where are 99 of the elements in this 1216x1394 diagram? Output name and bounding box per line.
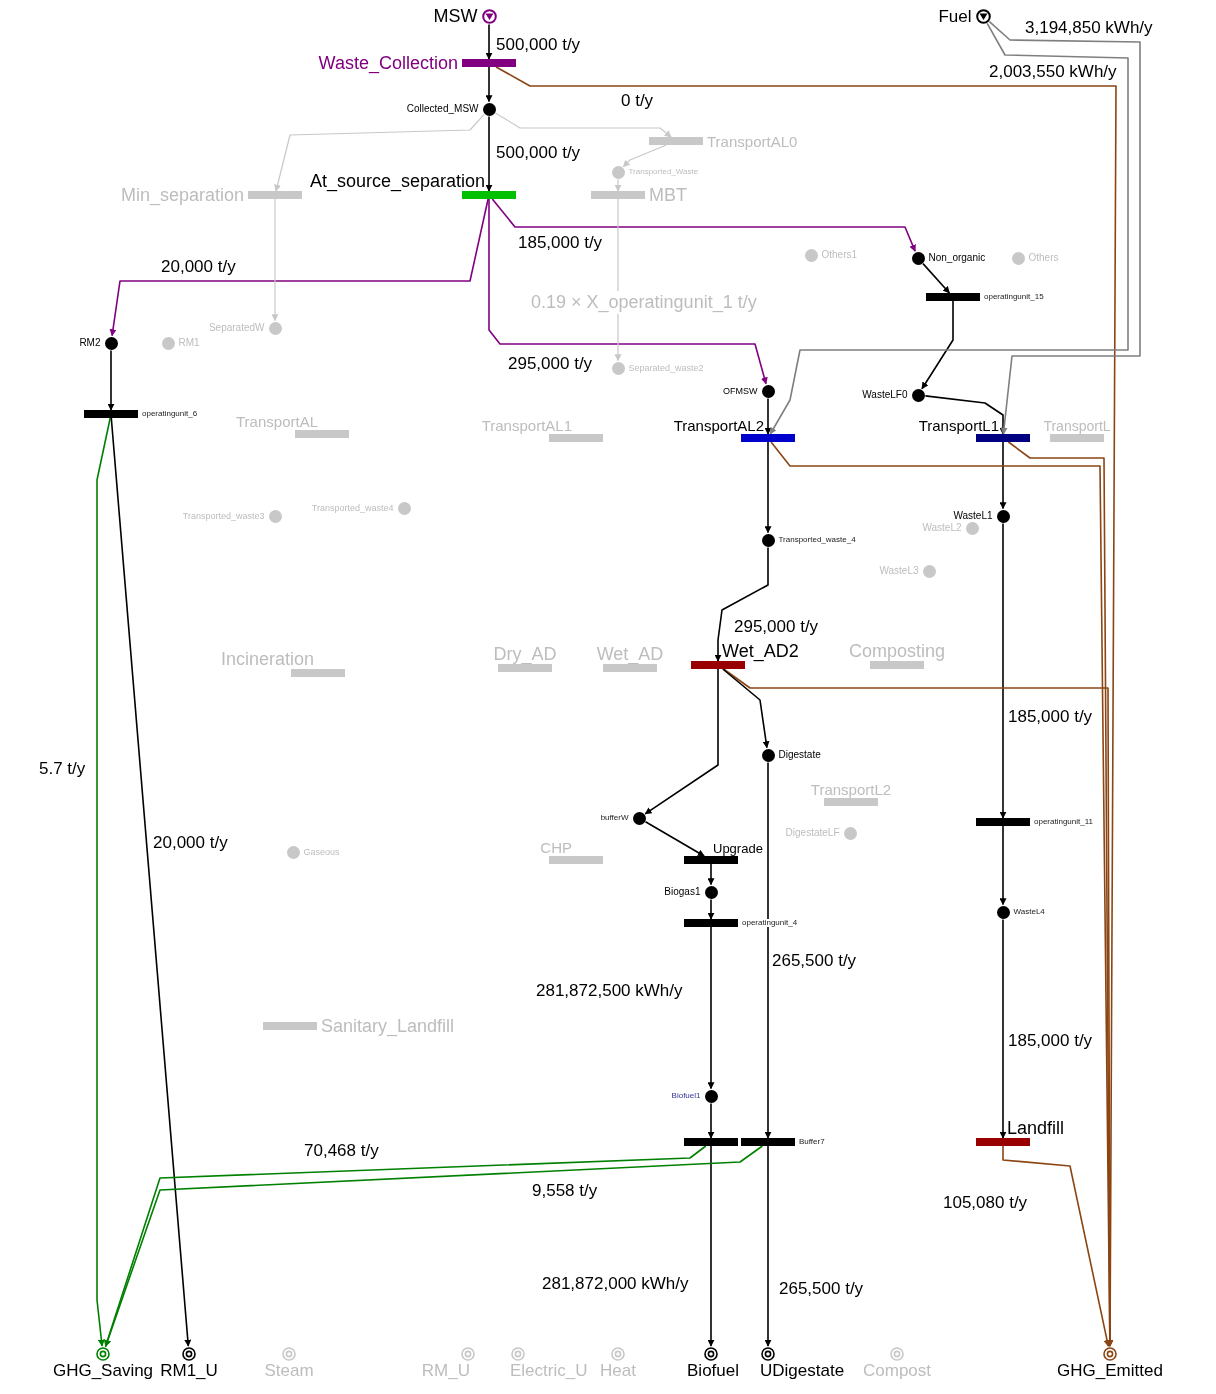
arrow [707,863,715,886]
place-label: Transported_waste3 [182,511,265,521]
arrow [110,417,192,1347]
arrow [764,397,772,435]
place-label: DigestateLF [785,828,840,838]
transition-label: Waste_Collection [318,54,458,72]
arrow [769,22,1129,435]
arrow [999,441,1007,510]
arrow [921,300,954,390]
place-label: Biofuel [687,1362,739,1379]
place-label: GHG_Saving [52,1362,154,1379]
place-label: Compost [863,1362,931,1379]
arrow [485,66,493,103]
place-label: RM1_U [160,1362,218,1379]
arrow [644,668,719,815]
transition-label: TransportL2 [810,782,892,797]
arrow [999,825,1007,906]
place-label: Others1 [821,250,858,260]
arrow [622,144,667,168]
transition-label: Upgrade [713,842,763,855]
transition-label: TransportAL [236,414,318,429]
place-label: Transported_waste_4 [778,536,856,544]
place-label: Steam [264,1362,314,1379]
transition-label: TransportAL2 [673,418,764,433]
place-label: WasteL3 [879,566,919,576]
arrow [922,262,951,294]
arrow [271,198,279,322]
arrow [488,198,768,385]
place-label: SeparatedW [208,323,265,333]
transition-label: TransportAL1 [481,418,572,433]
place-label: Digestate [778,750,821,760]
transition-label: Incineration [220,650,314,668]
arrow [491,198,916,252]
arrow [494,112,672,138]
arrow [722,668,1114,1347]
place-label: OFMSW [723,386,758,396]
arrow [107,349,115,411]
arrow [722,668,770,749]
place-label: RM2 [79,338,101,348]
transition-label: operatingunit_11 [1034,818,1093,826]
transition-label: operatingunit_15 [984,293,1044,301]
arrow [614,178,622,192]
place-label: WasteL2 [922,523,962,533]
transition-label: MBT [649,186,687,204]
place-label: Electric_U [510,1362,588,1379]
place-label: GHG_Emitted [1057,1362,1163,1379]
arrow [707,1145,715,1347]
arrow [764,1145,772,1347]
transition-label: operatingunit_6 [142,410,198,418]
transition-label: Landfill [1007,1119,1065,1137]
arrow [999,522,1007,819]
place-label: Heat [600,1362,636,1379]
place-label: RM1 [178,338,200,348]
transition-label: TransportL1 [918,418,999,433]
place-label: Gaseous [303,847,340,857]
transition-label: Buffer7 [799,1138,825,1146]
place-label: Biogas1 [664,887,701,897]
transition-label: CHP [540,840,572,855]
arrow [109,198,489,337]
arrow [988,20,1141,435]
place-label: UDigestate [760,1362,845,1379]
place-label: WasteLF0 [862,390,908,400]
arrow [764,441,772,534]
transition-label: Wet_AD [596,645,664,663]
arrow [924,395,1007,435]
arrow [274,114,485,192]
arrow [714,546,769,662]
arrow [764,761,772,1139]
arrow [707,926,715,1090]
transition-label: Dry_AD [493,645,557,663]
arrow [707,1102,715,1139]
arrow [485,115,493,192]
arrow [644,821,705,857]
place-label: Separated_waste2 [628,363,704,373]
transition-label: Composting [849,642,945,660]
transition-label: Wet_AD2 [722,642,799,660]
arrow [96,417,111,1347]
transition-label: Min_separation [120,186,244,204]
formula-label: 0.19 × X_operatingunit_1 t/y [531,291,757,314]
arrow [707,898,715,920]
transition-label: Sanitary_Landfill [321,1017,455,1035]
place-label: Transported_Waste [628,168,699,176]
transition-label: At_source_separation [309,172,485,190]
place-label: RM_U [421,1362,470,1379]
place-label: Fuel [938,7,972,25]
place-label: bufferW [600,814,629,822]
place-label: Transported_waste4 [311,503,394,513]
place-label: Biofuel1 [671,1092,701,1100]
place-label: Others [1028,253,1059,263]
transition-label: TransportL [1043,419,1111,433]
place-label: WasteL1 [953,511,993,521]
arrow [999,918,1007,1139]
place-label: Collected_MSW [406,104,479,114]
transition-label: operatingunit_4 [742,919,798,927]
place-label: Non_organic [928,253,986,263]
place-label: WasteL4 [1013,908,1045,916]
place-label: MSW [433,7,478,25]
arrow [1002,1145,1111,1347]
arrow [485,23,493,60]
